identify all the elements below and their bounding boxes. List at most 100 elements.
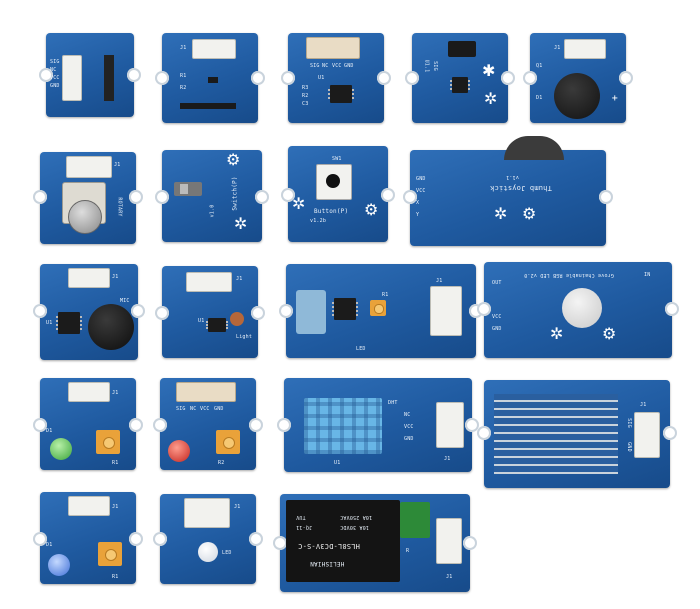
- water-label-2: GND: [625, 442, 632, 452]
- pir-chainable-rgb-module: ✲ ⚙ OUT IN VCC GND Grove Chainable RGB L…: [477, 262, 679, 358]
- water-label-0: J1: [640, 402, 647, 408]
- relay-label-2: LED: [356, 346, 366, 352]
- green-label-0: J1: [112, 390, 119, 396]
- dht-label-3: GND: [404, 436, 414, 442]
- blue-label-0: J1: [112, 504, 119, 510]
- plus-mark: +: [611, 93, 618, 104]
- joystick-label-5: Y: [416, 212, 420, 218]
- joystick-label-1: v1.1: [506, 174, 519, 180]
- gear-icon: ⚙: [602, 324, 617, 343]
- sound-sensor-module: J1 MIC U1: [33, 264, 145, 360]
- buzzer-label-1: Q1: [536, 63, 543, 69]
- green-label-2: R1: [112, 460, 119, 466]
- soundchip-label-4: U1: [318, 75, 325, 81]
- green-led-module: J1 D1 R1: [33, 378, 143, 470]
- buzzer-label-0: J1: [554, 45, 561, 51]
- light-label-1: U1: [198, 318, 205, 324]
- light-label-0: J1: [236, 276, 243, 282]
- blue-label-2: R1: [112, 574, 119, 580]
- tilt-label-1: NC: [50, 67, 57, 73]
- power-relay-label-0: J1: [446, 574, 453, 580]
- gear-icon: ⚙: [522, 204, 537, 223]
- sound-chip-module: SIG NC VCC GND U1 R3 R2 C3: [281, 33, 391, 123]
- red-label-0: SIG: [176, 406, 186, 412]
- power-relay-label-2: HLS8L-DC3V-S-C: [298, 542, 360, 550]
- soundchip-label-5: R3: [302, 85, 309, 91]
- soundchip-label-2: VCC: [332, 63, 342, 69]
- green-label-1: D1: [46, 428, 53, 434]
- rotary-label-1: ROTARY: [116, 197, 123, 217]
- water-sensor-module: J1 SIG GND: [477, 380, 677, 488]
- button-label-1: v1.2b: [310, 218, 327, 224]
- water-label-1: SIG: [625, 418, 632, 428]
- power-relay-label-5: TUV: [296, 514, 306, 520]
- tilt-label-3: GND: [50, 83, 60, 89]
- seeed-logo-icon: ✲: [292, 194, 306, 213]
- button-module: ✲ ⚙ Button(P) v1.2b SW1: [281, 146, 395, 242]
- dht-label-5: U1: [334, 460, 341, 466]
- switch-label-0: Switch(P): [231, 176, 239, 211]
- pir-label-4: Grove Chainable RGB LED v2.0: [524, 272, 614, 278]
- button-label-0: Button(P): [314, 208, 349, 215]
- power-relay-module: J1 R HLS8L-DC3V-S-C 10A 250VAC 10A 30VDC…: [273, 494, 477, 592]
- power-relay-label-1: R: [406, 548, 410, 554]
- switch-module: ⚙ ✲ Switch(P) v1.0: [155, 150, 269, 242]
- touch-label-0: J1: [180, 45, 187, 51]
- red-led-module: SIG NC VCC GND R2: [153, 378, 263, 470]
- rotary-angle-module: J1 ROTARY: [33, 152, 143, 244]
- tilt-label-0: SIG: [50, 59, 60, 65]
- power-relay-label-6: JQ-11: [296, 524, 313, 530]
- joystick-label-0: Thumb Joystick: [490, 184, 552, 192]
- power-relay-label-7: HELISHIAN: [310, 560, 345, 567]
- white-label-0: J1: [234, 504, 241, 510]
- light-sensor-module: J1 U1 Light: [155, 266, 265, 358]
- dht-label-2: VCC: [404, 424, 414, 430]
- gear-icon: ⚙: [364, 200, 379, 219]
- ir-reflective-module: ✱ ✲ U1.1 SIG: [405, 33, 515, 123]
- power-relay-label-4: 10A 30VDC: [340, 524, 369, 530]
- tilt-sensor-module: SIG NC VCC GND: [39, 33, 141, 117]
- soundchip-label-3: GND: [344, 63, 354, 69]
- touch-label-2: R2: [180, 85, 187, 91]
- pir-label-3: GND: [492, 326, 502, 332]
- white-label-1: LED: [222, 550, 232, 556]
- red-label-1: NC: [190, 406, 197, 412]
- seeed-logo-icon: ✲: [494, 204, 508, 223]
- seeed-logo-icon: ✲: [550, 324, 564, 343]
- sound-label-1: MIC: [120, 298, 130, 304]
- soundchip-label-6: R2: [302, 93, 309, 99]
- ir-label-1: SIG: [431, 61, 438, 71]
- touch-label-1: R1: [180, 73, 187, 79]
- touch-sensor-module: J1 R1 R2: [155, 33, 265, 123]
- joystick-label-2: GND: [416, 176, 426, 182]
- sound-label-2: U1: [46, 320, 53, 326]
- relay-label-1: J1: [436, 278, 443, 284]
- relay-module: R1 J1 LED: [279, 264, 483, 358]
- joystick-label-4: X: [416, 200, 420, 206]
- tilt-label-2: VCC: [50, 75, 60, 81]
- white-led-module: J1 LED: [153, 494, 263, 584]
- buzzer-label-2: D1: [536, 95, 543, 101]
- button-label-2: SW1: [332, 156, 342, 162]
- seeed-logo-icon: ✲: [484, 89, 498, 108]
- blue-led-module: J1 D1 R1: [33, 492, 143, 584]
- soundchip-label-7: C3: [302, 101, 309, 107]
- sound-label-0: J1: [112, 274, 119, 280]
- blue-label-1: D1: [46, 542, 53, 548]
- red-label-3: GND: [214, 406, 224, 412]
- pir-label-2: VCC: [492, 314, 502, 320]
- buzzer-module: + J1 Q1 D1: [523, 33, 633, 123]
- power-relay-label-3: 10A 250VAC: [340, 514, 373, 520]
- dht-label-4: J1: [444, 456, 451, 462]
- relay-label-0: R1: [382, 292, 389, 298]
- seeed-logo-icon: ✱: [482, 61, 496, 80]
- temp-humidity-module: DHT NC VCC GND J1 U1: [277, 378, 479, 472]
- gear-icon: ⚙: [226, 150, 241, 169]
- soundchip-label-0: SIG: [310, 63, 320, 69]
- soundchip-label-1: NC: [322, 63, 329, 69]
- dht-label-0: DHT: [388, 400, 398, 406]
- ir-label-0: U1.1: [423, 59, 430, 73]
- rotary-label-0: J1: [114, 162, 121, 168]
- thumb-joystick-module: ✲ ⚙ Thumb Joystick v1.1 GND VCC X Y: [403, 136, 613, 246]
